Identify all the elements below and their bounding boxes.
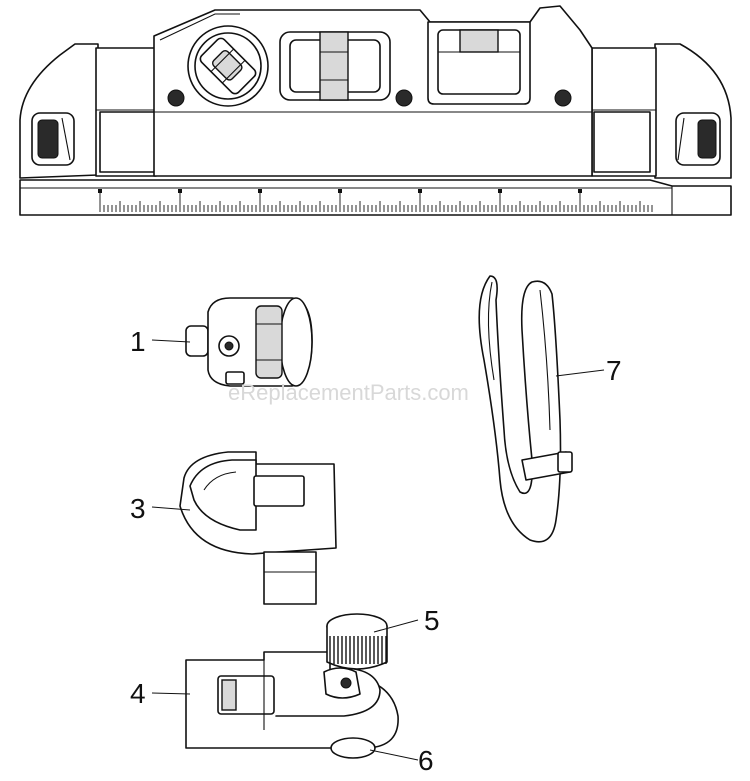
watermark: eReplacementParts.com xyxy=(228,380,469,405)
laser-level-body xyxy=(19,5,732,216)
callout-7: 7 xyxy=(606,355,622,386)
callout-1: 1 xyxy=(130,326,146,357)
callout-6: 6 xyxy=(418,745,434,776)
part-3-clip-holder xyxy=(179,451,337,605)
callout-4: 4 xyxy=(130,678,146,709)
part-4-bracket xyxy=(185,651,399,749)
callout-5: 5 xyxy=(424,605,440,636)
part-5-knob xyxy=(326,613,388,670)
part-6-foot xyxy=(330,737,376,759)
part-1-rotating-vial xyxy=(185,297,313,387)
part-7-strap xyxy=(478,275,573,543)
ruler-scale xyxy=(98,189,653,212)
leader-lines xyxy=(151,339,605,761)
callout-3: 3 xyxy=(130,493,146,524)
